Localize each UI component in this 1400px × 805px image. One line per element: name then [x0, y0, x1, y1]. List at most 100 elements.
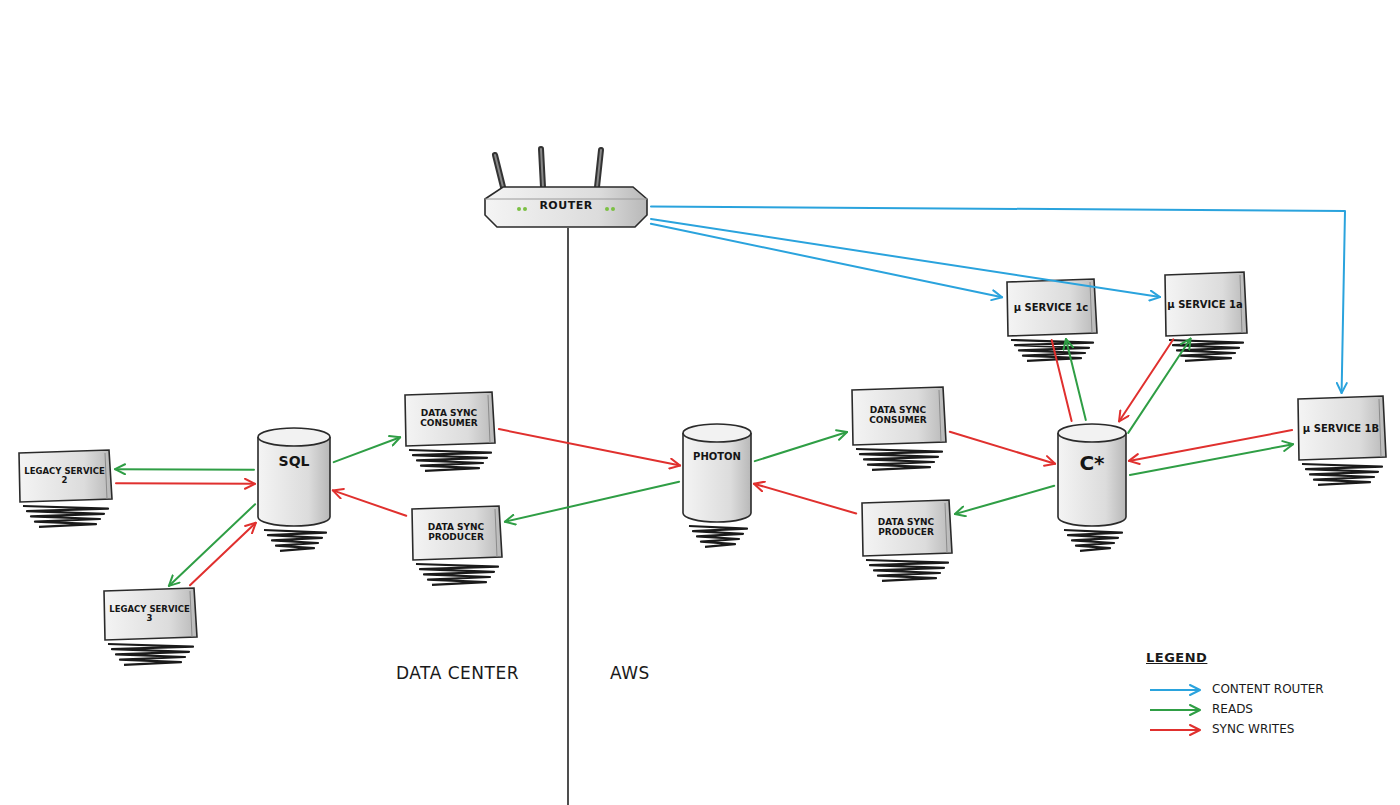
- node-label: C*: [1079, 452, 1104, 498]
- database-node: C*: [1058, 424, 1126, 526]
- server-edge: [495, 509, 497, 557]
- region-label: DATA CENTER: [396, 663, 519, 683]
- boundary-line: [567, 228, 569, 805]
- router-led: [611, 207, 615, 211]
- shadow-scribble: [108, 644, 193, 665]
- legend-text: READS: [1212, 702, 1253, 716]
- server-node: μ SERVICE 1a: [1163, 272, 1247, 336]
- connector-arrow: [651, 207, 1345, 394]
- server-node: LEGACY SERVICE 2: [17, 450, 112, 502]
- database-node: SQL: [258, 428, 330, 526]
- cylinder-top: [1058, 424, 1126, 442]
- node-shape: [683, 424, 751, 522]
- server-edge: [945, 503, 947, 553]
- shadow-scribble: [866, 560, 948, 581]
- connector-arrow: [955, 486, 1054, 514]
- router-antenna-shine: [541, 149, 543, 187]
- shadow-scribble: [1064, 530, 1122, 551]
- server-edge: [190, 591, 192, 637]
- cylinder-top: [258, 428, 330, 446]
- connector-arrow: [1052, 340, 1072, 421]
- server-edge: [488, 395, 490, 443]
- node-label: ROUTER: [535, 200, 596, 212]
- connector-arrow: [115, 468, 254, 471]
- node-label: DATA SYNC PRODUCER: [410, 523, 502, 543]
- connector-arrow: [169, 504, 255, 586]
- cylinder-body: [258, 437, 330, 526]
- connector-arrow: [1066, 339, 1086, 420]
- legend-text: CONTENT ROUTER: [1212, 682, 1324, 696]
- connector-arrow: [116, 482, 255, 485]
- router-led: [605, 207, 609, 211]
- node-label: DATA SYNC CONSUMER: [850, 406, 946, 426]
- database-node: PHOTON: [683, 424, 751, 522]
- router-antenna-shine: [597, 150, 601, 187]
- cylinder-body: [1058, 433, 1126, 526]
- shadow-scribble: [416, 564, 498, 585]
- server-node: DATA SYNC CONSUMER: [850, 387, 946, 445]
- legend-text: SYNC WRITES: [1212, 722, 1294, 736]
- router-antenna-shine: [495, 155, 503, 187]
- server-outline: [1298, 396, 1386, 460]
- connector-arrow: [651, 219, 1160, 297]
- server-node: DATA SYNC PRODUCER: [410, 506, 502, 560]
- connector-arrow: [190, 523, 256, 585]
- node-label: LEGACY SERVICE 2: [17, 467, 112, 486]
- connector-arrow: [651, 224, 1002, 297]
- legend-swatch: [1150, 689, 1200, 691]
- node-label: PHOTON: [693, 451, 741, 496]
- shadow-scribble: [856, 449, 942, 470]
- server-edge: [1090, 282, 1092, 333]
- router-body: [485, 187, 647, 227]
- connector-arrow: [333, 490, 406, 515]
- server-outline: [1007, 279, 1097, 336]
- connector-arrow: [950, 432, 1055, 464]
- node-label: μ SERVICE 1B: [1299, 423, 1383, 434]
- connector-arrow: [499, 429, 680, 466]
- shadow-scribble: [1169, 340, 1243, 361]
- legend-swatch: [1150, 709, 1200, 711]
- node-shape: [258, 428, 330, 526]
- legend-swatch: [1150, 729, 1200, 731]
- server-node: LEGACY SERVICE 3: [102, 588, 197, 640]
- connector-arrow: [505, 482, 679, 522]
- shadow-scribble: [23, 506, 108, 527]
- server-edge: [939, 390, 941, 442]
- connector-arrow: [334, 437, 401, 462]
- router-antenna: [541, 149, 543, 187]
- node-label: μ SERVICE 1c: [1010, 302, 1093, 313]
- connector-arrow: [1119, 339, 1173, 421]
- shadow-scribble: [1011, 340, 1093, 361]
- node-label: DATA SYNC CONSUMER: [403, 409, 495, 429]
- node-label: SQL: [279, 454, 310, 499]
- router-antenna: [597, 150, 601, 187]
- shadow-scribble: [264, 530, 326, 551]
- server-edge: [105, 453, 107, 499]
- server-edge: [1379, 399, 1381, 457]
- server-node: DATA SYNC CONSUMER: [403, 392, 495, 446]
- cylinder-body: [683, 433, 751, 522]
- region-label: AWS: [610, 663, 650, 683]
- router-antenna: [495, 155, 503, 187]
- cylinder-top: [683, 424, 751, 442]
- router-led: [523, 207, 527, 211]
- shadow-scribble: [409, 450, 491, 471]
- connector-arrow: [1130, 444, 1293, 475]
- connector-arrow: [754, 484, 856, 514]
- router-led: [517, 207, 521, 211]
- node-label: μ SERVICE 1a: [1163, 299, 1246, 310]
- connector-arrow: [755, 432, 847, 461]
- shadow-scribble: [689, 526, 747, 547]
- node-label: LEGACY SERVICE 3: [102, 605, 197, 624]
- router-node: ROUTER: [485, 185, 647, 227]
- connector-arrow: [1128, 339, 1190, 433]
- server-node: DATA SYNC PRODUCER: [860, 500, 952, 556]
- legend-title: LEGEND: [1146, 650, 1207, 665]
- server-node: μ SERVICE 1B: [1296, 396, 1386, 460]
- shadow-scribble: [1302, 464, 1382, 485]
- node-label: DATA SYNC PRODUCER: [860, 518, 952, 538]
- server-node: μ SERVICE 1c: [1005, 279, 1097, 336]
